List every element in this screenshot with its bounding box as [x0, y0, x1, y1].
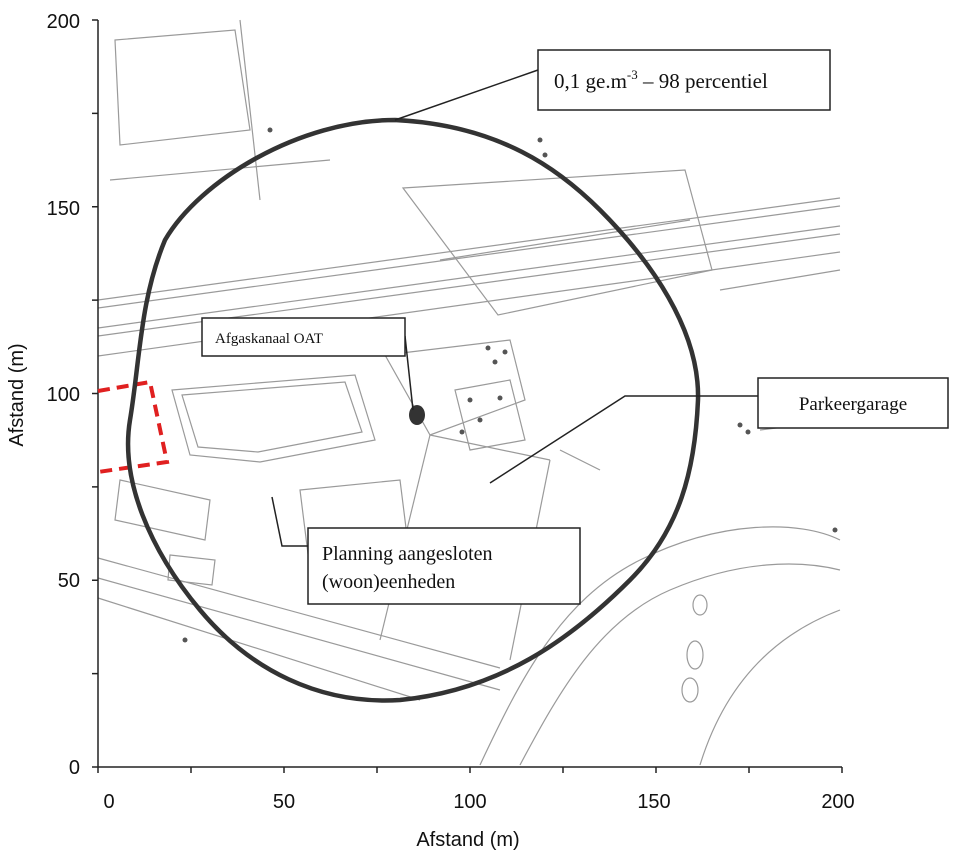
callout-box — [307, 527, 581, 605]
garage-inner-line — [439, 219, 691, 261]
roundabout-marker — [692, 594, 708, 616]
axis-ticks — [92, 19, 843, 773]
y-tick-label: 100 — [47, 384, 80, 406]
y-tick-label: 50 — [58, 570, 80, 592]
parkeergarage-box: Parkeergarage — [757, 377, 949, 429]
tree-markers — [182, 127, 838, 643]
planning-leader — [271, 496, 308, 547]
tree-marker — [267, 127, 273, 133]
exhaust-source-point — [409, 405, 425, 425]
planning-box: Planning aangesloten (woon)eenheden — [307, 527, 581, 605]
building-outline — [114, 479, 211, 541]
x-tick-labels: 0 50 100 150 200 — [103, 791, 854, 813]
x-tick-label: 0 — [103, 791, 114, 813]
parking-garage-outline — [401, 169, 713, 316]
railway-line — [97, 205, 841, 309]
y-axis-title: Afstand (m) — [6, 343, 28, 446]
afgaskanaal-label: Afgaskanaal OAT — [215, 331, 323, 347]
red-dashed-boundary — [97, 379, 170, 474]
road-line — [97, 597, 421, 701]
callout-box — [537, 49, 831, 111]
contour-label: 0,1 ge.m-3 – 98 percentiel — [554, 67, 768, 93]
x-tick-label: 200 — [821, 791, 854, 813]
odour-contour-98-percentile — [125, 117, 701, 703]
tree-marker — [477, 417, 483, 423]
callout-box — [201, 317, 406, 357]
parkeergarage-label: Parkeergarage — [799, 394, 907, 415]
tree-marker — [745, 429, 751, 435]
contour-label-exponent: -3 — [627, 67, 638, 82]
y-tick-labels: 0 50 100 150 200 — [47, 11, 80, 779]
contour-label-box: 0,1 ge.m-3 – 98 percentiel — [537, 49, 831, 111]
tree-marker — [497, 395, 503, 401]
planning-label-line2: (woon)eenheden — [322, 571, 455, 593]
x-tick-label: 100 — [453, 791, 486, 813]
road-curve — [479, 526, 841, 766]
contour-label-leader — [394, 69, 539, 121]
lot-line — [559, 449, 601, 471]
road-curve — [519, 563, 841, 766]
y-tick-label: 150 — [47, 198, 80, 220]
afgaskanaal-box: Afgaskanaal OAT — [201, 317, 406, 357]
callout-box — [757, 377, 949, 429]
tree-marker — [182, 637, 188, 643]
tree-marker — [832, 527, 838, 533]
parkeergarage-leader — [489, 395, 758, 484]
afgaskanaal-leader — [404, 335, 414, 411]
tree-marker — [467, 397, 473, 403]
road-line — [97, 577, 501, 691]
building-outline — [181, 381, 363, 453]
leader-lines — [271, 69, 758, 547]
building-outline — [167, 554, 216, 586]
tree-marker — [492, 359, 498, 365]
tree-marker — [537, 137, 543, 143]
contour-label-rest: – 98 percentiel — [638, 69, 768, 93]
railway-line — [97, 197, 841, 301]
lot-line — [239, 19, 261, 201]
tree-marker — [542, 152, 548, 158]
roundabout-marker — [681, 677, 699, 703]
roundabout-marker — [686, 640, 704, 670]
tree-marker — [502, 349, 508, 355]
tree-marker — [459, 429, 465, 435]
lot-outline — [114, 29, 251, 146]
tree-marker — [737, 422, 743, 428]
lot-line — [109, 159, 331, 181]
lot-outline — [454, 379, 526, 451]
contour-label-main: 0,1 ge.m — [554, 69, 627, 93]
x-tick-label: 50 — [273, 791, 295, 813]
planning-label-line1: Planning aangesloten — [322, 543, 493, 565]
x-axis-title: Afstand (m) — [416, 829, 519, 851]
x-tick-label: 150 — [637, 791, 670, 813]
y-tick-label: 0 — [69, 757, 80, 779]
road-line — [97, 557, 501, 669]
y-tick-label: 200 — [47, 11, 80, 33]
lot-line — [429, 434, 551, 461]
building-outline — [171, 374, 376, 463]
road-curve — [699, 609, 841, 766]
tree-marker — [485, 345, 491, 351]
lot-line — [719, 269, 841, 291]
